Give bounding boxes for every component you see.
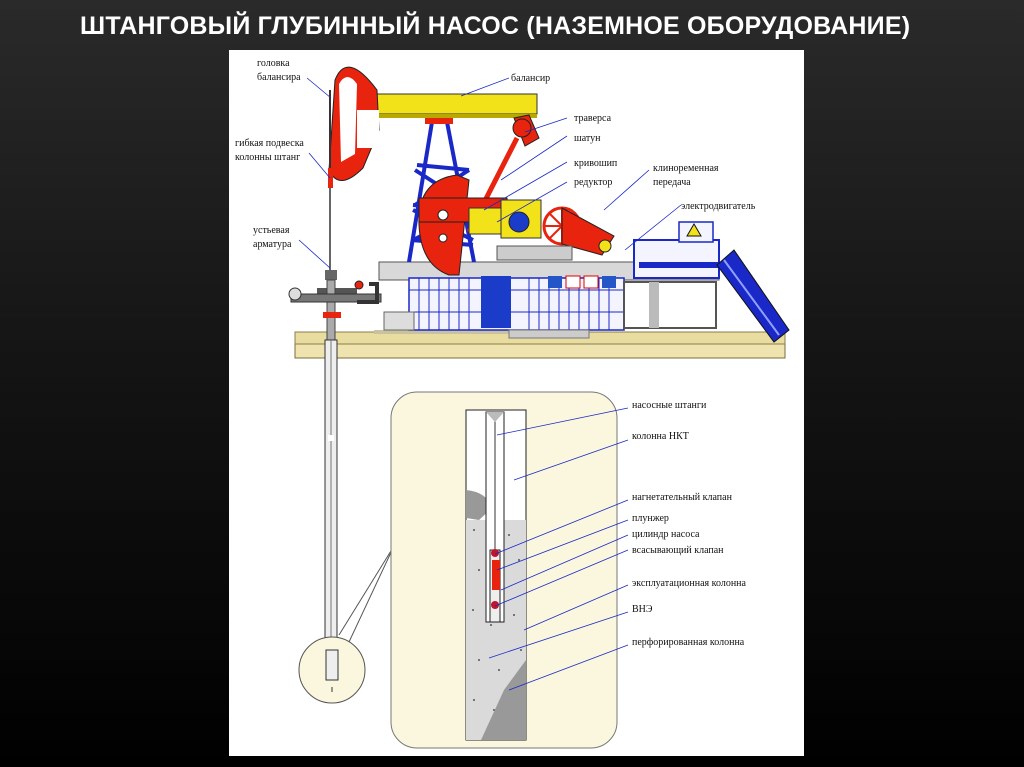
label-tubing: колонна НКТ <box>632 431 689 442</box>
label-motor: электродвигатель <box>681 201 756 212</box>
label-vbelt-line2: передача <box>653 177 691 188</box>
label-traverse: траверса <box>574 113 612 124</box>
diagram-panel: головка балансира балансир траверса шату… <box>229 50 804 756</box>
label-discharge-valve: нагнетательный клапан <box>632 492 733 503</box>
label-cylinder: цилиндр насоса <box>632 529 700 540</box>
label-hanger-line2: колонны штанг <box>235 152 300 163</box>
zoom-marker <box>298 545 395 704</box>
base-platform <box>378 261 720 339</box>
label-plunger: плунжер <box>632 513 669 524</box>
label-head-line2: балансира <box>257 72 301 83</box>
pumpjack-diagram: головка балансира балансир траверса шату… <box>235 58 790 749</box>
motor-platform <box>633 221 790 343</box>
slide-title: ШТАНГОВЫЙ ГЛУБИННЫЙ НАСОС (НАЗЕМНОЕ ОБОР… <box>80 12 911 40</box>
wellbore <box>288 168 382 691</box>
label-head-line1: головка <box>257 58 290 69</box>
label-rod: шатун <box>574 133 601 144</box>
leader-lines <box>298 77 682 691</box>
label-hanger-line1: гибкая подвеска <box>235 138 304 149</box>
label-suction-valve: всасывающий клапан <box>632 545 724 556</box>
walking-beam <box>371 93 538 118</box>
label-vne: ВНЭ <box>632 604 653 615</box>
label-perforated: перфорированная колонна <box>632 637 745 648</box>
crank-assembly <box>418 114 615 276</box>
label-crank: кривошип <box>574 158 618 169</box>
horse-head <box>328 66 380 181</box>
label-beam: балансир <box>511 73 550 84</box>
downhole-panel <box>390 391 618 749</box>
label-wellhead-line1: устьевая <box>253 225 290 236</box>
label-rods: насосные штанги <box>632 400 707 411</box>
label-wellhead-line2: арматура <box>253 239 292 250</box>
label-casing: эксплуатационная колонна <box>632 578 747 589</box>
label-reducer: редуктор <box>574 177 612 188</box>
label-vbelt-line1: клиноременная <box>653 163 719 174</box>
